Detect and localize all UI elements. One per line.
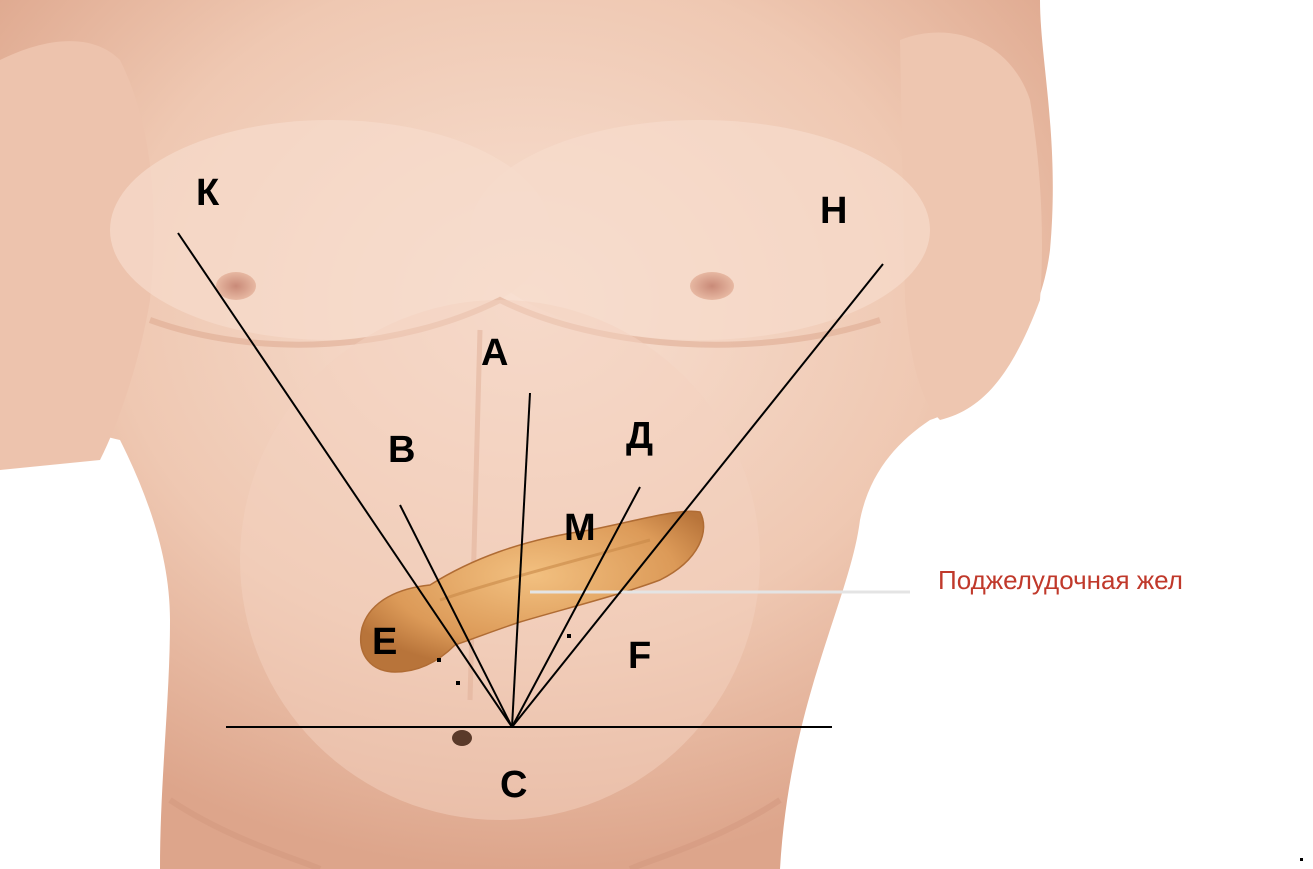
label-M: М: [564, 507, 596, 549]
dot-corner: [1300, 858, 1303, 861]
organ-caption: Поджелудочная жел: [938, 565, 1183, 595]
label-A: А: [481, 332, 508, 374]
left-nipple: [216, 272, 256, 300]
label-F: F: [628, 635, 651, 677]
dot-lower: [456, 681, 460, 685]
label-D: Д: [626, 415, 653, 457]
label-E: Е: [372, 621, 397, 663]
label-H: Н: [820, 190, 847, 232]
navel: [452, 730, 472, 746]
right-nipple: [690, 272, 734, 300]
label-C: С: [500, 764, 527, 806]
dot-M: [567, 634, 571, 638]
dot-E: [437, 658, 441, 662]
label-K: К: [196, 172, 220, 214]
label-B: В: [388, 429, 415, 471]
